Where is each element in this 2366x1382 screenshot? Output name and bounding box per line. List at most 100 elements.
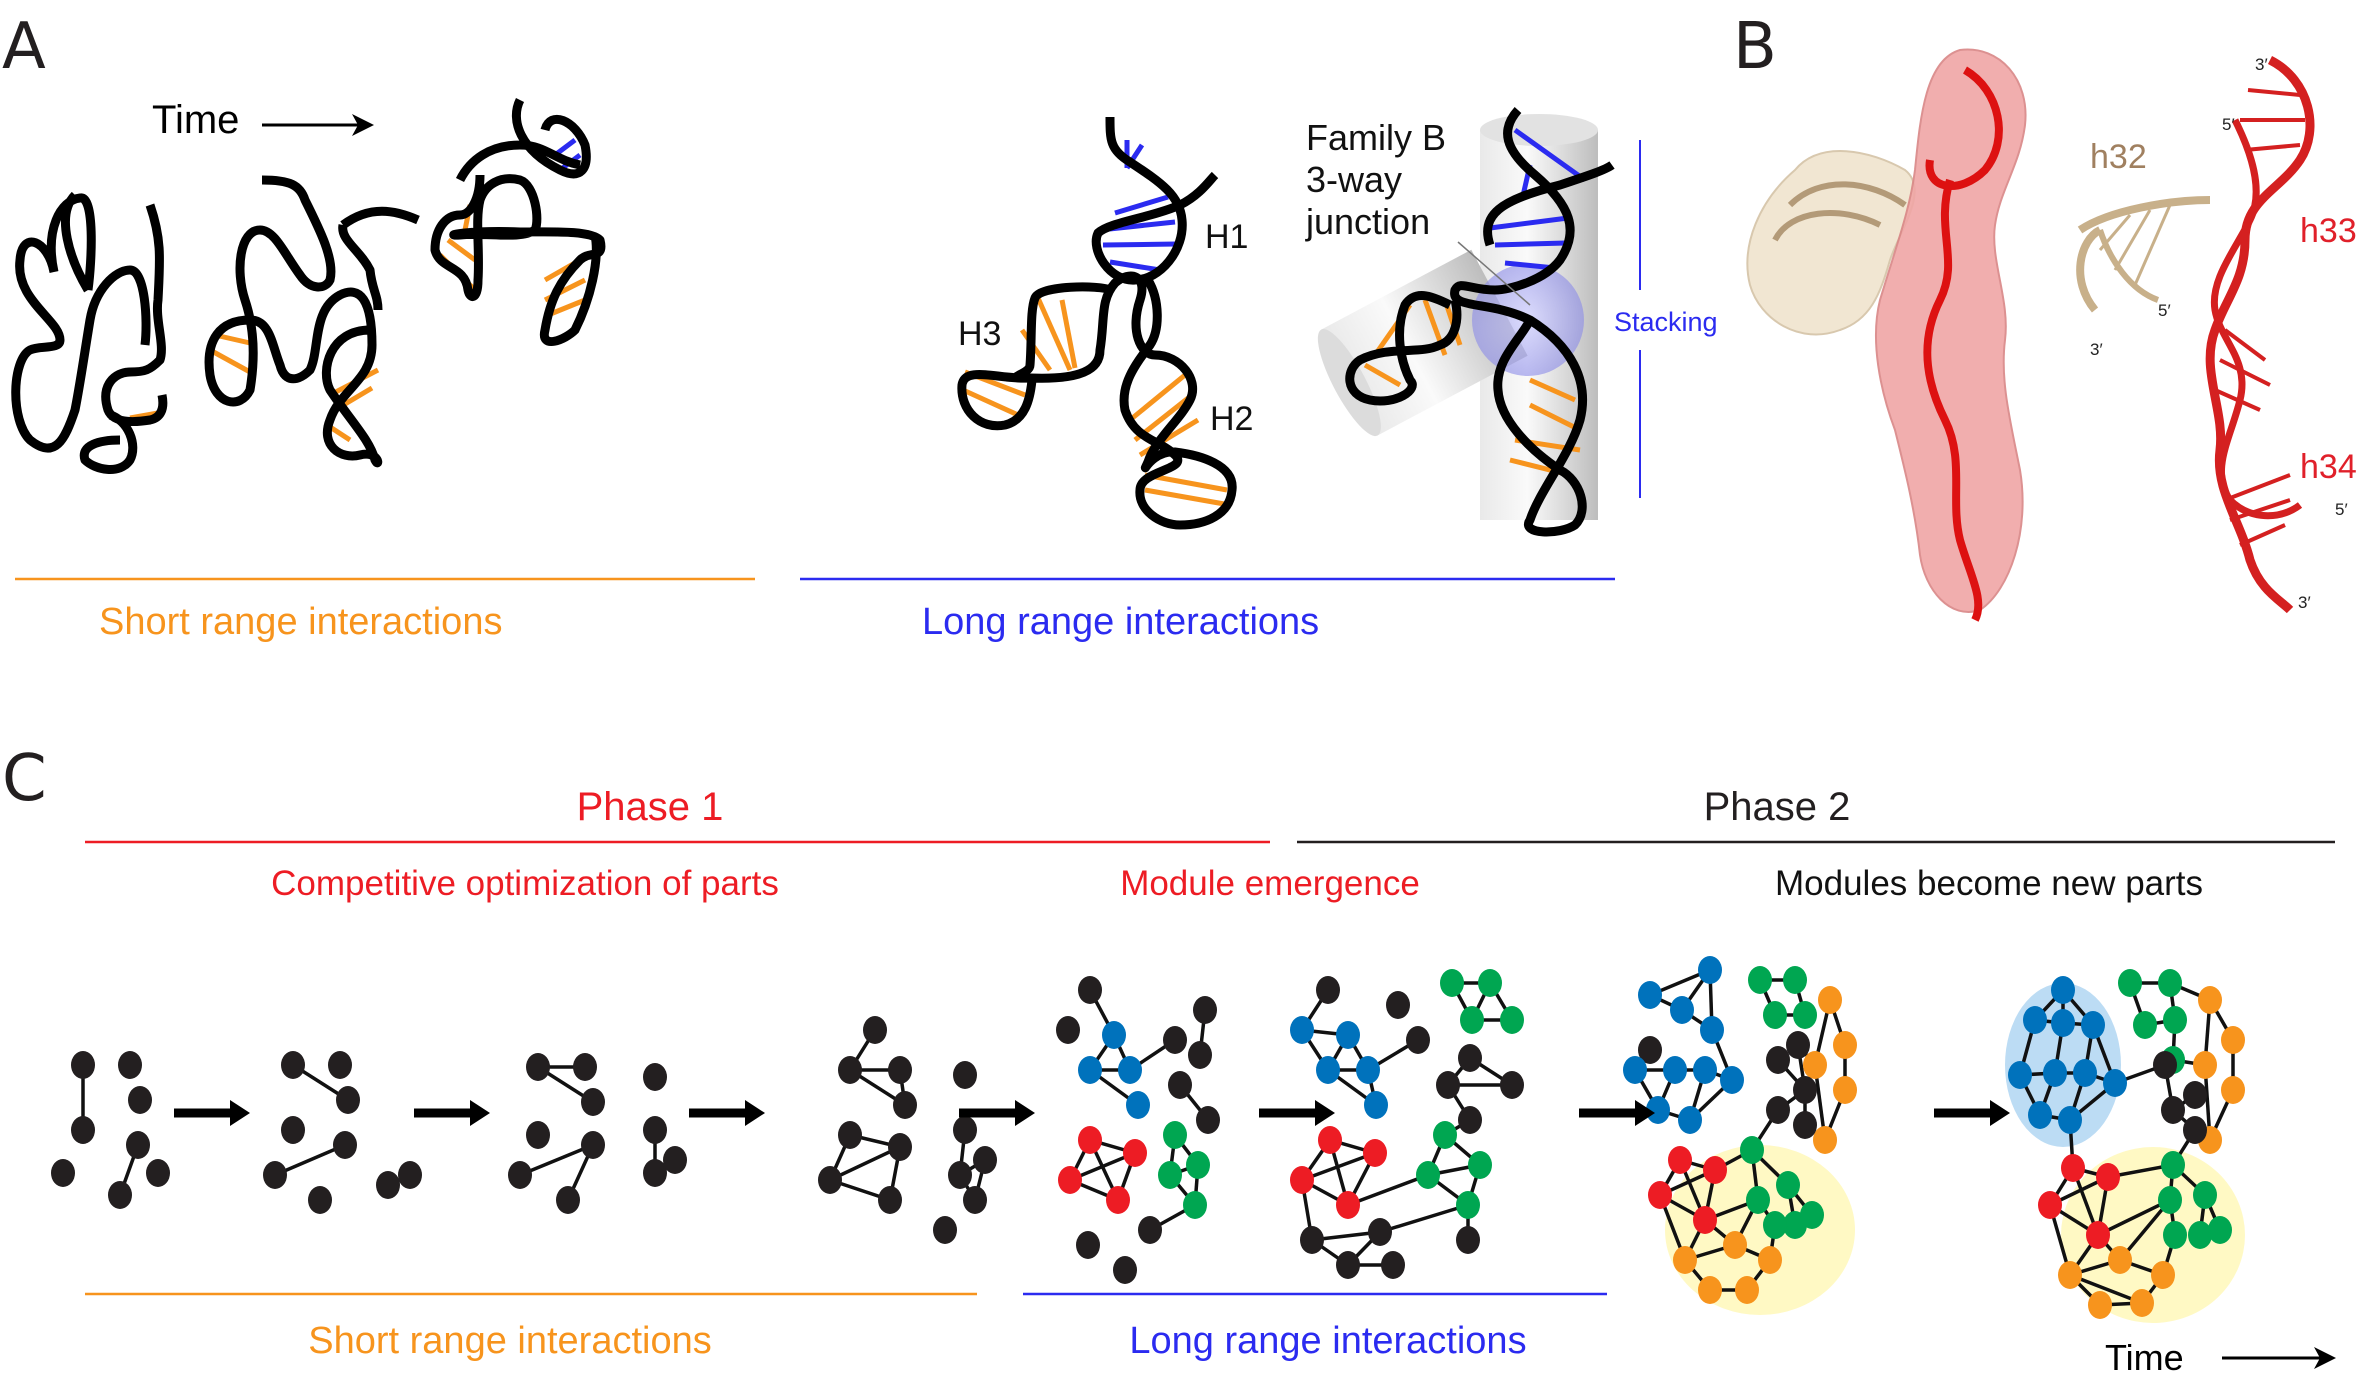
- rna-squiggle-1: [11, 191, 168, 474]
- time-label-top: Time: [152, 98, 239, 142]
- network-node: [2051, 976, 2075, 1004]
- arrow-head-icon: [352, 114, 374, 136]
- network-node: [2061, 1154, 2085, 1182]
- network-node: [2163, 1006, 2187, 1034]
- network-node: [1163, 1026, 1187, 1054]
- network-node: [643, 1159, 667, 1187]
- network-node: [2088, 1291, 2112, 1319]
- module-highlight-yellow: [1665, 1145, 1855, 1315]
- h32-ribbon-strand: [2097, 229, 2160, 303]
- network-node: [336, 1086, 360, 1114]
- arrow-head-icon: [2314, 1347, 2336, 1369]
- network-node: [2096, 1163, 2120, 1191]
- network-node: [2038, 1191, 2062, 1219]
- network-stage-3: [508, 1053, 687, 1214]
- panel-c: C Phase 1 Phase 2 Competitive optimizati…: [2, 742, 2336, 1378]
- network-node: [1703, 1156, 1727, 1184]
- network-node: [1673, 1246, 1697, 1274]
- network-node: [933, 1216, 957, 1244]
- junction-label-line-3: junction: [1305, 201, 1430, 242]
- h33-h34-ribbon-strand-2: [2210, 118, 2303, 520]
- h33-h34-ribbon: [2205, 55, 2315, 614]
- network-node: [953, 1061, 977, 1089]
- network-node: [1833, 1031, 1857, 1059]
- network-node: [1318, 1126, 1342, 1154]
- network-node: [2118, 969, 2142, 997]
- stage-arrow-4: [959, 1100, 1035, 1126]
- network-node: [2188, 1221, 2212, 1249]
- network-node: [146, 1159, 170, 1187]
- rung: [2098, 214, 2132, 251]
- arrow-head-icon: [1315, 1100, 1335, 1126]
- network-node: [1381, 1251, 1405, 1279]
- network-node: [1478, 969, 1502, 997]
- panel-a: A Time: [2, 10, 1718, 643]
- network-edge: [274, 1143, 346, 1177]
- network-node: [1638, 1036, 1662, 1064]
- network-node: [1168, 1071, 1192, 1099]
- network-node: [508, 1161, 532, 1189]
- helix-label-h2: H2: [1210, 400, 1253, 438]
- network-node: [1723, 1231, 1747, 1259]
- network-node: [1793, 1111, 1817, 1139]
- rung: [2229, 498, 2291, 522]
- end-label-3prime-top: 3′: [2255, 55, 2268, 74]
- network-node: [1670, 996, 1694, 1024]
- network-node: [2198, 986, 2222, 1014]
- network-node: [2103, 1069, 2127, 1097]
- base-pair: [1528, 377, 1577, 403]
- stage-arrow-5: [1259, 1100, 1335, 1126]
- network-node: [2221, 1076, 2245, 1104]
- junction-label-line-2: 3-way: [1306, 159, 1402, 200]
- network-node: [118, 1051, 142, 1079]
- panel-b: B: [1733, 10, 2357, 622]
- network-node: [1460, 1006, 1484, 1034]
- h33-h34-surface: [1875, 48, 2027, 613]
- rung: [2223, 328, 2267, 362]
- network-node: [2151, 1261, 2175, 1289]
- network-node: [51, 1159, 75, 1187]
- helix-label-h1: H1: [1205, 218, 1248, 256]
- stage-arrow-2: [414, 1100, 490, 1126]
- network-node: [376, 1171, 400, 1199]
- network-node: [1186, 1151, 1210, 1179]
- network-node: [1456, 1226, 1480, 1254]
- network-node: [1193, 996, 1217, 1024]
- h32-rungs: [2098, 204, 2172, 286]
- network-sequence: [51, 956, 2245, 1323]
- h32-surface: [1746, 150, 1916, 336]
- network-node: [2108, 1246, 2132, 1274]
- network-node: [1106, 1186, 1130, 1214]
- network-node: [1803, 1051, 1827, 1079]
- rna-ribbon-model: h32 h33 h34 3′ 5′ 5′ 3′ 5′ 3′: [2076, 55, 2357, 614]
- network-stage-4: [818, 1016, 997, 1244]
- network-node: [1663, 1056, 1687, 1084]
- network-node: [2058, 1106, 2082, 1134]
- network-edge: [1301, 1151, 1376, 1182]
- network-node: [1078, 1056, 1102, 1084]
- helix-label-h34: h34: [2300, 448, 2357, 486]
- network-node: [1746, 1186, 1770, 1214]
- long-range-label-c: Long range interactions: [1129, 1320, 1526, 1362]
- network-node: [893, 1091, 917, 1119]
- rung: [2219, 358, 2271, 387]
- network-node: [1433, 1121, 1457, 1149]
- base-pair: [1489, 215, 1569, 231]
- network-node: [1458, 1044, 1482, 1072]
- base-pair: [208, 347, 252, 375]
- network-node: [1748, 966, 1772, 994]
- network-node: [2161, 1151, 2185, 1179]
- network-node: [1813, 1126, 1837, 1154]
- network-node: [1436, 1071, 1460, 1099]
- network-node: [1456, 1191, 1480, 1219]
- arrow-head-icon: [470, 1100, 490, 1126]
- base-pair: [1144, 472, 1228, 493]
- base-pair: [1528, 402, 1582, 433]
- network-node: [308, 1186, 332, 1214]
- time-arrow-bottom: Time: [2105, 1337, 2336, 1378]
- network-node: [1126, 1091, 1150, 1119]
- network-node: [281, 1116, 305, 1144]
- network-node: [2161, 1096, 2185, 1124]
- rung: [2239, 523, 2286, 547]
- network-node: [2163, 1221, 2187, 1249]
